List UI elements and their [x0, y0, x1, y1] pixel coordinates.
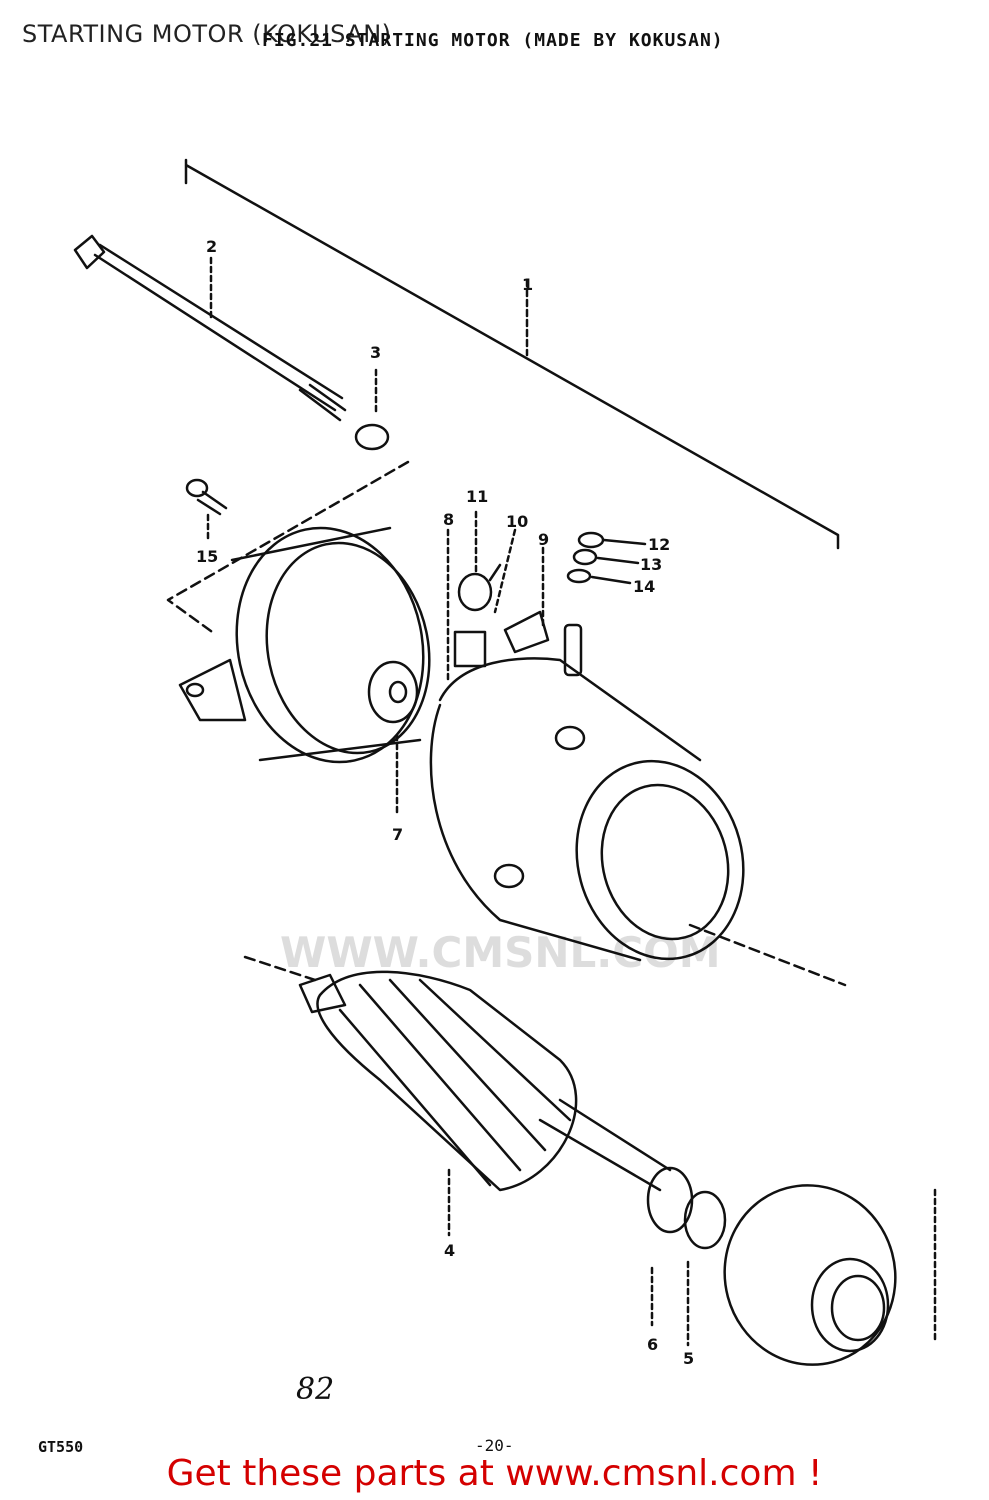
terminal-nuts-12-14 — [566, 531, 647, 585]
screw-part-15 — [185, 478, 228, 516]
armature-part-4 — [298, 970, 672, 1192]
end-cover-part — [178, 526, 431, 764]
page-title-overlay: STARTING MOTOR (KOKUSAN) — [22, 20, 392, 48]
armature-dash-outline — [243, 923, 847, 987]
part-label-13: 13 — [640, 555, 662, 574]
part-label-7: 7 — [392, 825, 403, 844]
part-label-5: 5 — [683, 1349, 694, 1368]
watermark: WWW.CMSNL.COM — [280, 928, 721, 977]
part-label-1: 1 — [522, 275, 533, 294]
leader-line-10 — [493, 528, 517, 614]
part-label-14: 14 — [633, 577, 655, 596]
part-number-labels: 1 2 3 4 5 6 7 8 9 10 11 12 13 14 15 — [196, 237, 694, 1368]
part-label-12: 12 — [648, 535, 670, 554]
part-label-10: 10 — [506, 512, 528, 531]
part-label-4: 4 — [444, 1241, 455, 1260]
part-label-9: 9 — [538, 530, 549, 549]
assembly-bracket — [184, 158, 840, 550]
end-bracket-part — [723, 1184, 897, 1366]
part-label-15: 15 — [196, 547, 218, 566]
promo-link[interactable]: Get these parts at www.cmsnl.com ! — [166, 1453, 823, 1494]
part-label-8: 8 — [443, 510, 454, 529]
model-code: GT550 — [38, 1438, 84, 1456]
brush-parts — [453, 563, 550, 668]
part-label-11: 11 — [466, 487, 488, 506]
part-label-6: 6 — [647, 1335, 658, 1354]
figure-title: FIG.21 STARTING MOTOR (MADE BY KOKUSAN) — [262, 30, 724, 51]
washer-part-5 — [683, 1190, 727, 1250]
washer-part-7 — [367, 660, 419, 724]
part-label-3: 3 — [370, 343, 381, 362]
handwritten-note: 82 — [296, 1372, 335, 1407]
housing-dash-outline — [166, 460, 410, 636]
yoke-housing-part — [429, 623, 745, 962]
page-number: -20- — [475, 1436, 514, 1455]
part-label-2: 2 — [206, 237, 217, 256]
washer-part-3 — [354, 423, 390, 451]
long-bolt-part — [73, 234, 347, 422]
